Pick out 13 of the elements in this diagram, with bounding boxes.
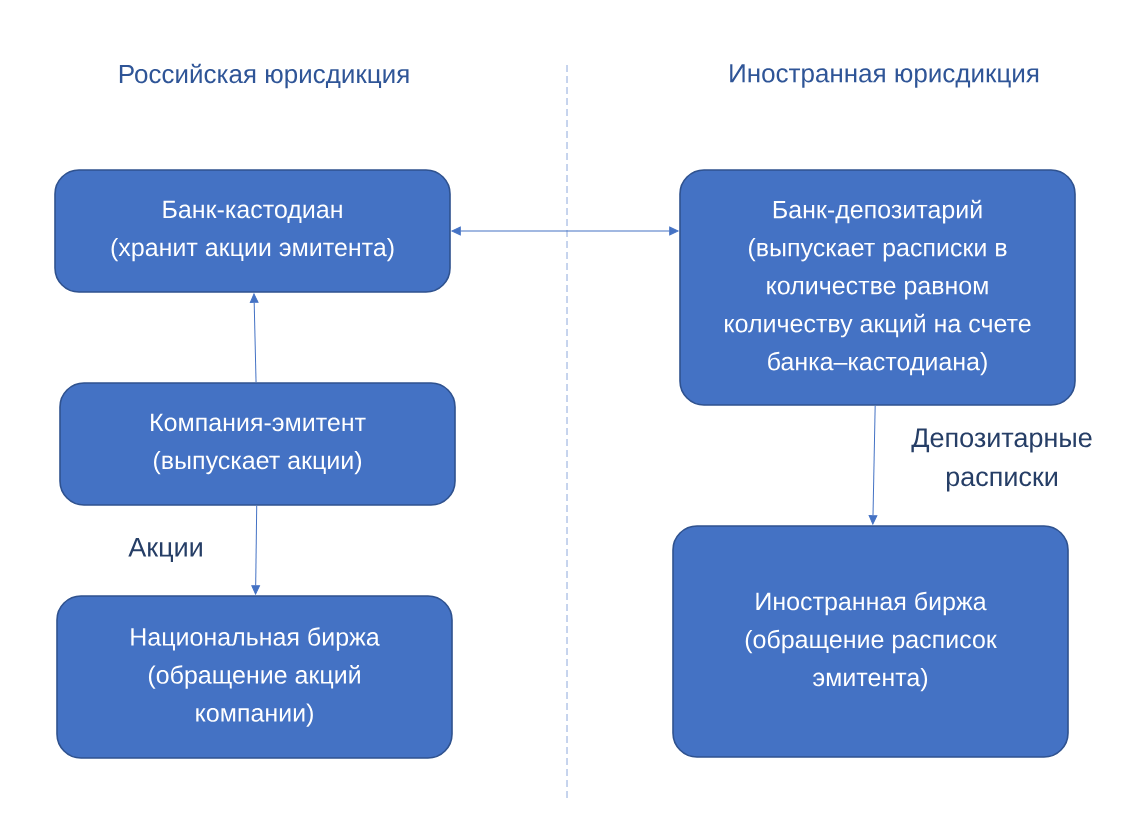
edge-label: Акции <box>128 538 202 562</box>
arrow <box>251 505 261 595</box>
arrow <box>249 293 259 383</box>
edge-label: Депозитарные расписки <box>911 428 1092 492</box>
arrow <box>451 226 679 236</box>
process-box: Национальная биржа (обращение акций компании) <box>56 595 453 759</box>
column-heading: Российская юрисдикция <box>119 63 409 89</box>
arrow <box>868 405 878 525</box>
process-box: Компания-эмитент (выпускает акции) <box>59 382 456 506</box>
process-box: Банк-депозитарий (выпускает расписки в количестве равном количеству акций на счете банка–кастодиана) <box>679 169 1076 406</box>
process-box: Банк-кастодиан (хранит акции эмитента) <box>54 169 451 293</box>
column-heading: Иностранная юрисдикция <box>730 64 1039 88</box>
process-box: Иностранная биржа (обращение расписок эмитента) <box>672 525 1069 758</box>
